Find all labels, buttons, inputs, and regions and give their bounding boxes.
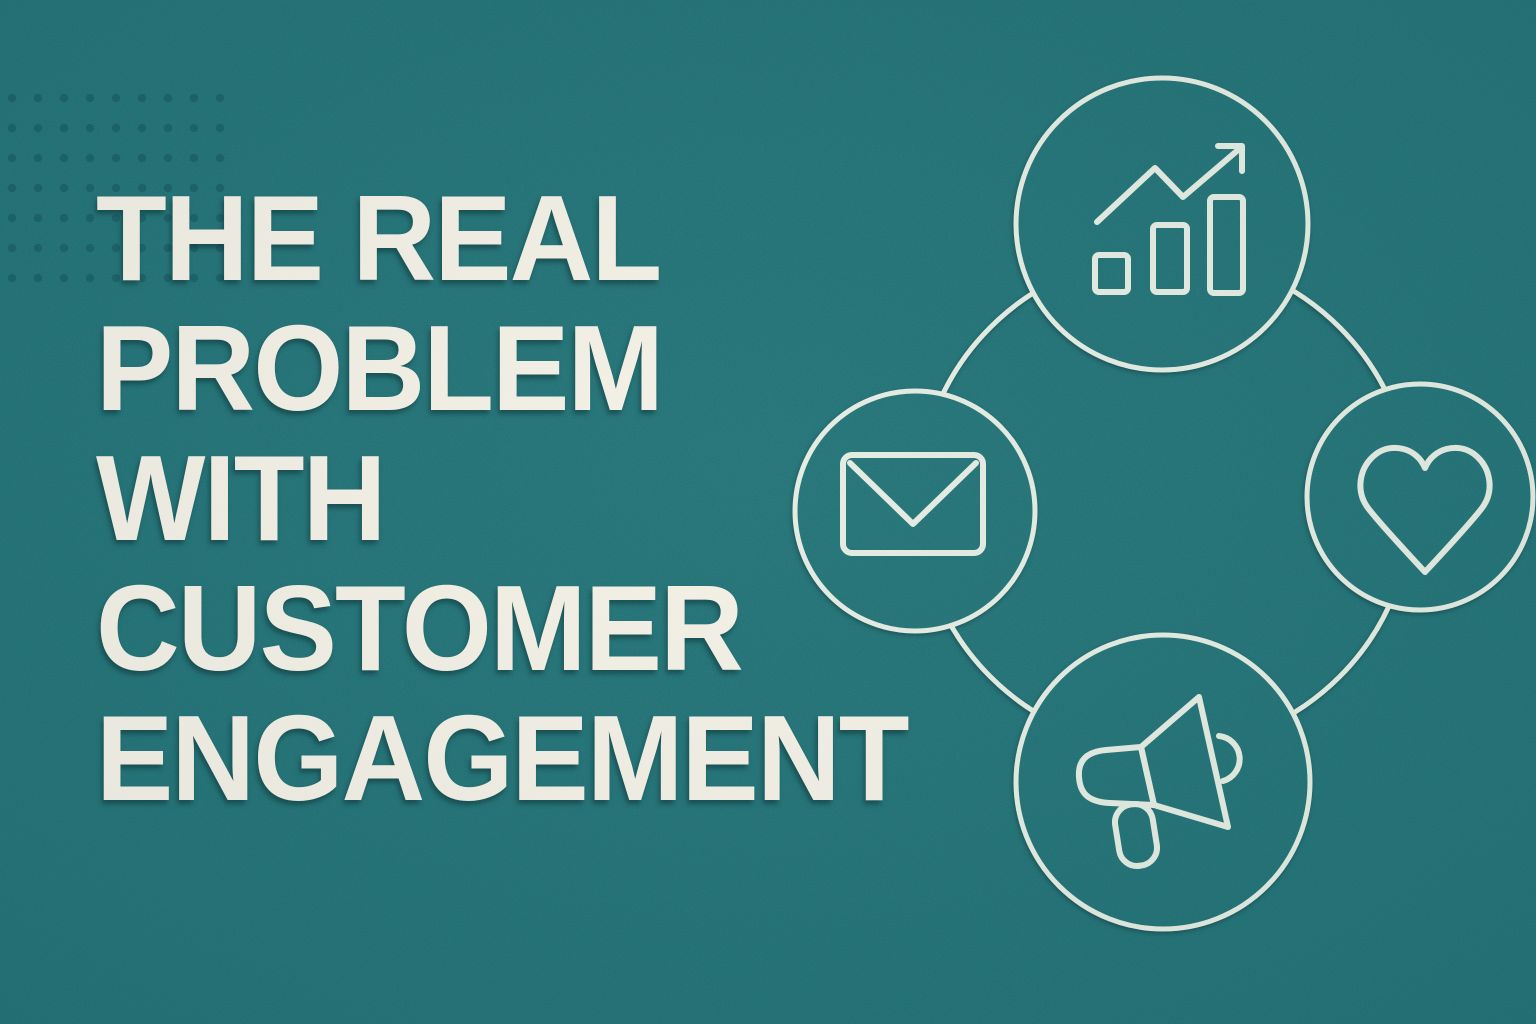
node-circle-right: [1304, 381, 1536, 613]
node-circle-left: [792, 388, 1038, 634]
node-circle-bottom: [1013, 632, 1313, 932]
